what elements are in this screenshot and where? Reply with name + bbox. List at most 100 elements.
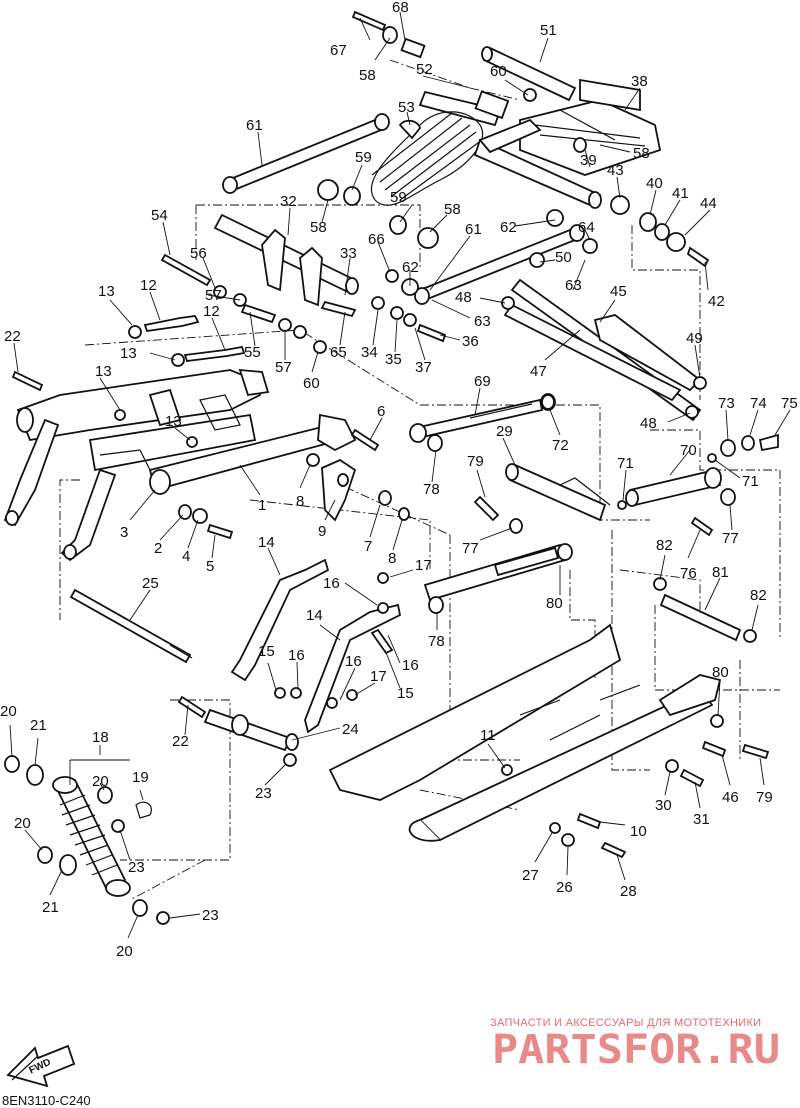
callout-42: 42 [708, 293, 725, 310]
callout-77: 77 [462, 540, 479, 557]
callout-10: 10 [630, 823, 647, 840]
callout-78: 78 [428, 633, 445, 650]
callout-13: 13 [95, 363, 112, 380]
callout-23: 23 [128, 859, 145, 876]
callout-4: 4 [182, 548, 190, 565]
push-rod-61-upper [222, 113, 390, 194]
leader-lines [9, 11, 791, 939]
callout-30: 30 [655, 797, 672, 814]
callout-62: 62 [402, 259, 419, 276]
callout-25: 25 [142, 575, 159, 592]
callout-58: 58 [359, 67, 376, 84]
callout-24: 24 [342, 721, 359, 738]
callout-82: 82 [750, 587, 767, 604]
callout-60: 60 [490, 63, 507, 80]
callout-48: 48 [640, 415, 657, 432]
callout-79: 79 [467, 453, 484, 470]
callout-3: 3 [120, 524, 128, 541]
callout-67: 67 [330, 42, 347, 59]
shock-absorber-18 [52, 776, 131, 897]
callout-13: 13 [165, 413, 182, 430]
callout-61: 61 [246, 117, 263, 134]
callout-15: 15 [397, 685, 414, 702]
callout-55: 55 [244, 344, 261, 361]
callout-35: 35 [385, 351, 402, 368]
fwd-arrow-icon: FWD [6, 1044, 76, 1088]
push-rod-61-lower [414, 224, 585, 305]
push-link-78 [423, 543, 573, 602]
callout-54: 54 [151, 207, 168, 224]
callout-16: 16 [402, 657, 419, 674]
callout-6: 6 [377, 403, 385, 420]
callout-11: 11 [480, 727, 496, 744]
bolt-25 [69, 588, 193, 664]
callout-82: 82 [656, 537, 673, 554]
callout-16: 16 [288, 647, 305, 664]
link-70 [625, 467, 722, 507]
shaft-24 [203, 708, 299, 752]
callout-63: 63 [474, 313, 491, 330]
callout-47: 47 [530, 363, 547, 380]
callout-12: 12 [140, 277, 157, 294]
watermark-subtitle: ЗАПЧАСТИ И АКСЕССУАРЫ ДЛЯ МОТОТЕХНИКИ [490, 1017, 761, 1029]
callout-63: 63 [565, 277, 582, 294]
callout-16: 16 [345, 653, 362, 670]
callout-81: 81 [712, 564, 729, 581]
callout-12: 12 [203, 303, 220, 320]
callout-20: 20 [14, 815, 31, 832]
shaft-29 [505, 463, 611, 522]
callout-16: 16 [323, 575, 340, 592]
callout-50: 50 [555, 249, 572, 266]
callout-61: 61 [465, 221, 482, 238]
callout-78: 78 [423, 481, 440, 498]
rod-47 [503, 278, 702, 422]
callout-71: 71 [742, 473, 759, 490]
callout-21: 21 [42, 899, 59, 916]
callout-41: 41 [672, 185, 689, 202]
callout-72: 72 [552, 437, 569, 454]
callout-52: 52 [416, 61, 433, 78]
callout-58: 58 [444, 201, 461, 218]
watermark-brand: PARTSFOR.RU [492, 1027, 780, 1073]
callout-15: 15 [258, 643, 275, 660]
callout-39: 39 [580, 152, 597, 169]
callout-labels: 68 67 58 51 52 53 60 38 61 59 58 39 43 4… [0, 0, 798, 960]
rear-frame-1 [16, 368, 357, 495]
callout-31: 31 [693, 811, 710, 828]
callout-20: 20 [116, 943, 133, 960]
callout-69: 69 [474, 373, 491, 390]
callout-37: 37 [415, 359, 432, 376]
callout-80: 80 [712, 664, 729, 681]
callout-49: 49 [686, 330, 703, 347]
callout-48: 48 [455, 289, 472, 306]
callout-1: 1 [258, 497, 266, 514]
callout-20: 20 [92, 773, 109, 790]
callout-40: 40 [646, 175, 663, 192]
callout-71: 71 [617, 455, 634, 472]
callout-29: 29 [496, 423, 513, 440]
callout-46: 46 [722, 789, 739, 806]
callout-53: 53 [398, 99, 415, 116]
strap-14-upper [230, 558, 330, 682]
callout-64: 64 [578, 219, 595, 236]
callout-20: 20 [0, 703, 17, 720]
relay-arm-38 [519, 78, 662, 176]
callout-2: 2 [154, 540, 162, 557]
callout-17: 17 [415, 557, 432, 574]
callout-22: 22 [4, 328, 21, 345]
callout-76: 76 [680, 565, 697, 582]
callout-21: 21 [30, 717, 47, 734]
callout-59: 59 [390, 189, 407, 206]
callout-57: 57 [275, 359, 292, 376]
callout-32: 32 [280, 193, 297, 210]
callout-77: 77 [722, 530, 739, 547]
callout-23: 23 [202, 907, 219, 924]
callout-13: 13 [98, 283, 115, 300]
watermark: ЗАПЧАСТИ И АКСЕССУАРЫ ДЛЯ МОТОТЕХНИКИ PA… [490, 1017, 780, 1073]
callout-45: 45 [610, 283, 627, 300]
rear-arm-shaft-51 [481, 46, 577, 102]
callout-28: 28 [620, 883, 637, 900]
callout-68: 68 [392, 0, 409, 16]
callout-62: 62 [500, 219, 517, 236]
